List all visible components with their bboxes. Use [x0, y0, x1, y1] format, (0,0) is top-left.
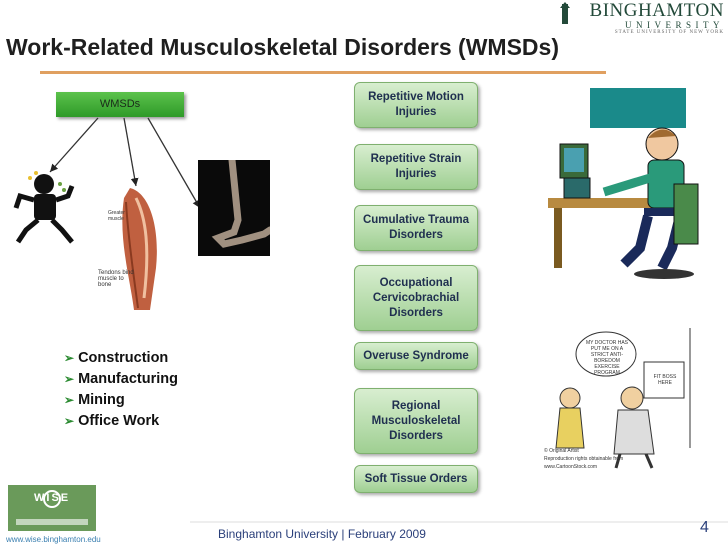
list-item: ➢Mining — [64, 392, 125, 408]
cartoon-sign: FIT BOSS HERE — [653, 374, 677, 386]
strained-worker-icon — [13, 171, 75, 244]
title-divider — [40, 71, 606, 74]
logo-tagline: STATE UNIVERSITY OF NEW YORK — [614, 30, 724, 35]
doctor-cartoon: MY DOCTOR HAS PUT ME ON A STRICT ANTI-BO… — [540, 328, 710, 478]
industry-list: ➢Construction ➢Manufacturing ➢Mining ➢Of… — [64, 348, 178, 432]
arrow-bullet-icon: ➢ — [64, 351, 75, 365]
xray-image — [198, 156, 274, 256]
office-worker-illustration — [548, 88, 699, 279]
arm-label-muscle: Greater muscle — [108, 210, 125, 222]
arrow-bullet-icon: ➢ — [64, 414, 75, 428]
list-item: ➢Office Work — [64, 413, 160, 429]
university-logo: BINGHAMTON UNIVERSITY STATE UNIVERSITY O… — [560, 0, 724, 35]
disorder-repetitive-strain: Repetitive Strain Injuries — [354, 144, 478, 190]
cartoon-credit-1: © Original Artist — [544, 448, 579, 454]
wise-wordmark: WISE — [34, 492, 71, 504]
footer-text: Binghamton University | February 2009 — [218, 527, 426, 541]
arrow-to-arm — [123, 117, 139, 187]
wise-url-link[interactable]: www.wise.binghamton.edu — [6, 535, 101, 544]
wise-logo — [8, 485, 96, 531]
arm-label-tendons: Tendons bind muscle to bone — [98, 270, 134, 288]
tower-icon — [556, 2, 574, 24]
cartoon-credit-2: Reproduction rights obtainable from — [544, 456, 624, 462]
page-number: 4 — [700, 519, 709, 536]
wmsds-label-box: WMSDs — [56, 92, 184, 117]
list-item: ➢Manufacturing — [64, 371, 178, 387]
disorder-regional-musculoskeletal: Regional Musculoskeletal Disorders — [354, 388, 478, 454]
logo-sub: UNIVERSITY — [625, 20, 724, 30]
disorder-occupational-cervicobrachial: Occupational Cervicobrachial Disorders — [354, 265, 478, 331]
arm-anatomy-image — [122, 188, 157, 310]
disorder-cumulative-trauma: Cumulative Trauma Disorders — [354, 205, 478, 251]
arrow-bullet-icon: ➢ — [64, 372, 75, 386]
list-item: ➢Construction — [64, 350, 169, 366]
arrow-bullet-icon: ➢ — [64, 393, 75, 407]
disorder-soft-tissue: Soft Tissue Orders — [354, 465, 478, 493]
disorder-repetitive-motion: Repetitive Motion Injuries — [354, 82, 478, 128]
cartoon-speech-bubble: MY DOCTOR HAS PUT ME ON A STRICT ANTI-BO… — [585, 340, 629, 376]
arrow-to-worker — [49, 117, 99, 173]
logo-name: BINGHAMTON — [589, 0, 724, 21]
cartoon-credit-3: www.CartoonStock.com — [544, 464, 598, 470]
footer-divider — [190, 521, 728, 523]
page-title: Work-Related Musculoskeletal Disorders (… — [6, 34, 559, 60]
disorder-overuse-syndrome: Overuse Syndrome — [354, 342, 478, 370]
arrow-to-xray — [147, 117, 201, 209]
